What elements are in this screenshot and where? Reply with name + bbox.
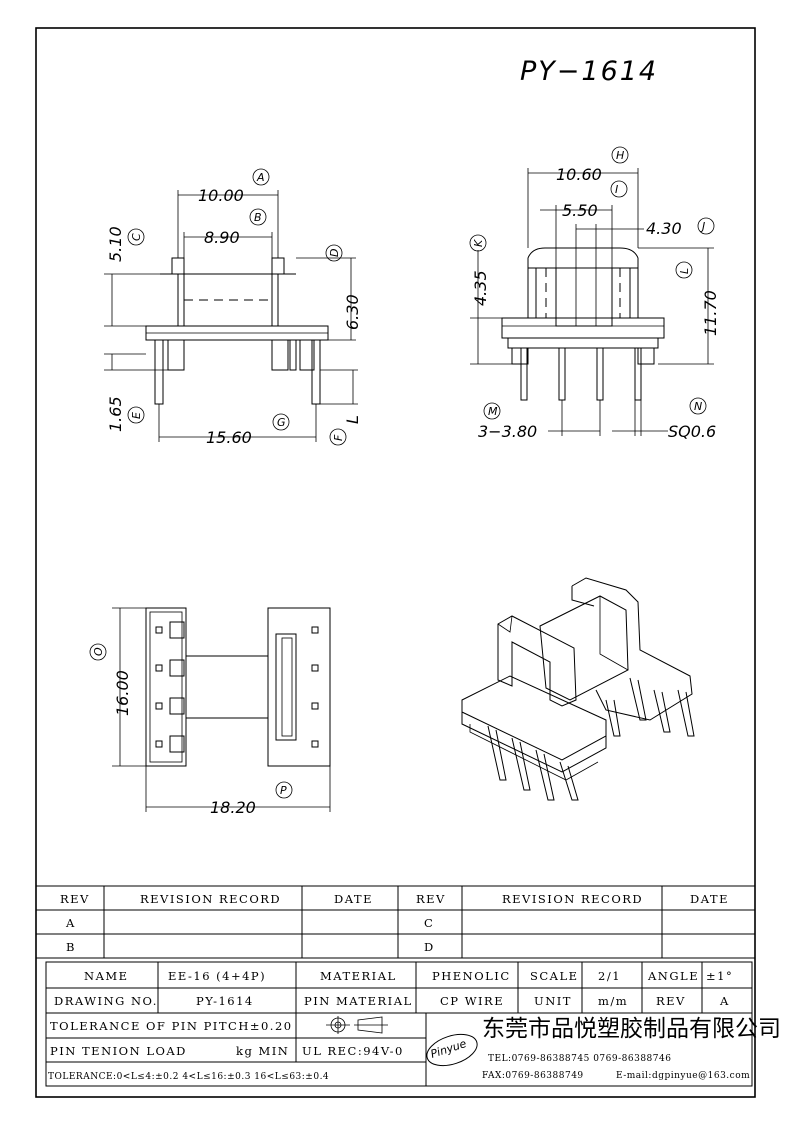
dim-l: 11.70 xyxy=(701,290,720,336)
rev-header-2: REV xyxy=(416,892,446,906)
drawing-title: PY−1614 xyxy=(520,56,658,87)
company-logo: Pinyue xyxy=(426,1033,478,1067)
bubble-c-top: C xyxy=(130,233,143,241)
rev-label: REV xyxy=(656,994,686,1008)
revision-record-header-2: REVISION RECORD xyxy=(502,892,643,906)
dim-h: 10.60 xyxy=(556,165,602,184)
side-view: 10.60 H 5.50 I 4.30 J 4.35 K 11.70 L xyxy=(469,146,720,441)
dim-b: 8.90 xyxy=(204,228,240,247)
company-name: 东莞市品悦塑胶制品有限公司 xyxy=(482,1016,781,1042)
projection-symbol-icon xyxy=(326,1016,388,1034)
name-label: NAME xyxy=(84,969,129,983)
pin-load-label: PIN TENION LOAD xyxy=(50,1044,187,1058)
bubble-m: M xyxy=(488,405,498,418)
bubble-n: N xyxy=(694,400,702,413)
dim-i: 5.50 xyxy=(562,201,598,220)
bubble-b: B xyxy=(254,211,262,224)
dim-o: 16.00 xyxy=(113,670,132,716)
bubble-o: O xyxy=(92,647,105,656)
drawing-label: DRAWING NO. xyxy=(54,994,158,1008)
dim-j: 4.30 xyxy=(646,219,682,238)
ul-rating: UL REC:94V-0 xyxy=(302,1044,404,1058)
pin-material-label: PIN MATERIAL xyxy=(304,994,413,1008)
dim-m: 3−3.80 xyxy=(478,422,537,441)
dim-k: 4.35 xyxy=(471,270,490,306)
dim-d: 6.30 xyxy=(343,294,362,330)
dim-e: 1.65 xyxy=(106,396,125,432)
scale-label: SCALE xyxy=(530,969,579,983)
pin-material-value: CP WIRE xyxy=(440,994,504,1008)
company-fax: FAX:0769-86388749 xyxy=(482,1071,584,1081)
pin-load-unit: kg MIN xyxy=(236,1044,289,1058)
drawing-value: PY-1614 xyxy=(196,994,254,1008)
rev-row-d: D xyxy=(424,940,435,954)
bubble-e: E xyxy=(130,412,143,419)
dim-p: 18.20 xyxy=(210,798,256,817)
dim-c-top: 5.10 xyxy=(106,226,125,262)
label-l: L xyxy=(343,415,362,424)
logo-text: Pinyue xyxy=(429,1037,468,1061)
date-header-2: DATE xyxy=(690,892,729,906)
unit-label: UNIT xyxy=(534,994,572,1008)
date-header: DATE xyxy=(334,892,373,906)
sheet-border xyxy=(35,27,756,1098)
company-tel: TEL:0769-86388745 0769-86388746 xyxy=(488,1054,671,1064)
material-value: PHENOLIC xyxy=(432,969,511,983)
material-label: MATERIAL xyxy=(320,969,397,983)
rev-row-b: B xyxy=(66,940,76,954)
info-table: NAME EE-16 (4+4P) MATERIAL PHENOLIC SCAL… xyxy=(45,961,781,1087)
front-view: 10.00 A 8.90 B 5.10 C 6.30 D 1.65 E xyxy=(104,168,362,447)
bubble-p: P xyxy=(280,784,287,797)
isometric-view xyxy=(461,577,695,801)
tolerance-pitch: TOLERANCE OF PIN PITCH±0.20 xyxy=(50,1019,293,1033)
angle-label: ANGLE xyxy=(647,969,699,983)
bubble-h: H xyxy=(616,149,624,162)
unit-value: m/m xyxy=(598,994,628,1008)
scale-value: 2/1 xyxy=(598,969,621,983)
top-view: 16.00 O 18.20 P xyxy=(89,607,331,817)
angle-value: ±1° xyxy=(706,969,733,983)
rev-value: A xyxy=(719,994,730,1008)
bubble-j: J xyxy=(700,220,705,233)
bubble-k: K xyxy=(472,239,485,247)
rev-row-a: A xyxy=(65,916,76,930)
name-value: EE-16 (4+4P) xyxy=(168,969,266,983)
tolerance-range: TOLERANCE:0<L≤4:±0.2 4<L≤16:±0.3 16<L≤63… xyxy=(48,1072,329,1082)
bubble-d: D xyxy=(328,249,341,257)
bubble-l: L xyxy=(678,268,691,274)
revision-table: REV REVISION RECORD DATE REV REVISION RE… xyxy=(36,885,755,959)
company-email: E-mail:dgpinyue@163.com xyxy=(616,1071,750,1081)
revision-record-header: REVISION RECORD xyxy=(140,892,281,906)
bubble-g: G xyxy=(277,416,286,429)
dim-a: 10.00 xyxy=(198,186,244,205)
bubble-a: A xyxy=(256,171,265,184)
dim-g: 15.60 xyxy=(206,428,252,447)
rev-row-c: C xyxy=(424,916,434,930)
bubble-f: F xyxy=(332,434,345,441)
rev-header: REV xyxy=(60,892,90,906)
dim-n: SQ0.6 xyxy=(668,422,716,441)
bubble-i: I xyxy=(615,183,618,196)
